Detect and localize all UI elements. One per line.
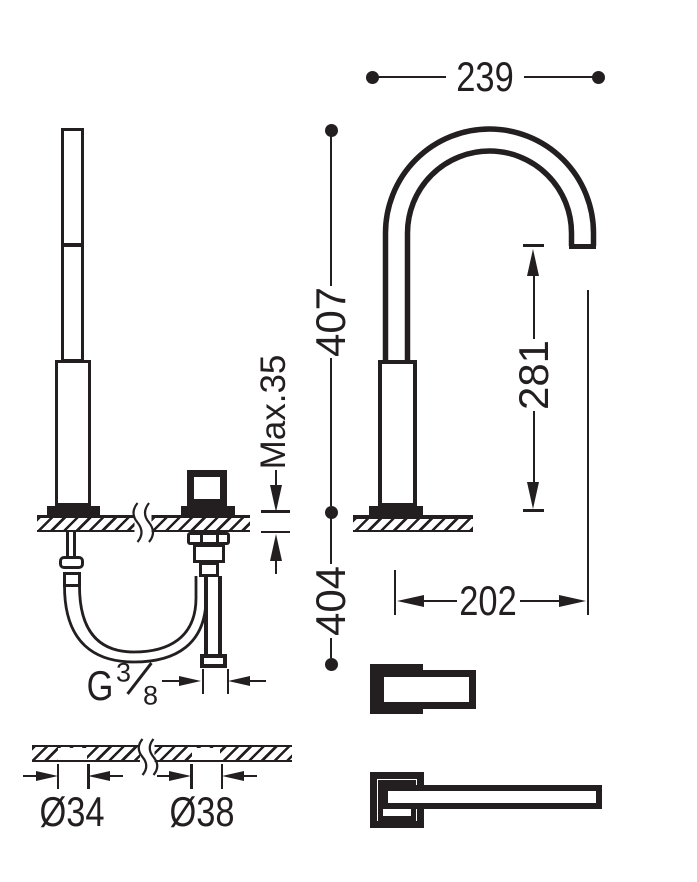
section-break-mark	[137, 738, 159, 776]
mounting-hole-right	[192, 747, 220, 760]
dim-38-arrow-right	[169, 770, 191, 781]
valve-nut-facet-right	[216, 534, 219, 543]
handle-lever-plan	[377, 670, 476, 709]
hose-nut	[59, 556, 84, 569]
dim-thread-arrow-left	[228, 675, 250, 686]
valve-nut-facet-left	[200, 534, 203, 543]
valve-body	[193, 544, 225, 563]
thread-numerator: 3	[115, 657, 132, 688]
handle-lever-front	[382, 785, 602, 809]
flex-hose	[63, 576, 208, 664]
dim-thread-tail-left	[162, 679, 182, 683]
dim-407-dot-top	[324, 123, 338, 137]
dim-407-line-b	[329, 358, 333, 506]
dim-max35-tail-bottom	[274, 558, 278, 574]
dim-407-dot-mid	[324, 505, 338, 519]
dim-thread-tail-right	[248, 679, 266, 683]
dim-thread-arrow-right	[179, 675, 201, 686]
pipe-end-fitting	[200, 654, 227, 668]
dim-202-arrow-right	[558, 594, 586, 607]
dim-202-ext-left	[393, 570, 397, 615]
mounting-hole-left	[58, 747, 87, 760]
hose-connector	[63, 572, 81, 587]
dim-thread-tick-left	[201, 669, 204, 694]
countertop-front	[353, 515, 473, 532]
dim-407-line-a	[329, 134, 333, 286]
thread-letter: G	[86, 662, 114, 709]
dim-281-arrow-down	[527, 481, 540, 509]
dim-202-line-right	[520, 599, 560, 603]
dim-38-tail-right	[241, 774, 257, 778]
dim-max35-tail-top	[274, 470, 278, 487]
spout-flange-front	[369, 506, 423, 515]
dim-34-tick-left	[56, 764, 59, 789]
spout-tube-joint	[62, 243, 83, 247]
dim-34-tail-left	[23, 774, 38, 778]
dim-281-line-a	[532, 273, 535, 339]
spout-arc	[382, 126, 597, 363]
valve-nut	[187, 532, 230, 545]
spout-body-front	[378, 360, 417, 507]
counter-section-bar	[32, 745, 292, 762]
valve-connector	[199, 562, 219, 577]
supply-pipe	[204, 576, 222, 655]
dim-281-arrow-up	[527, 249, 540, 276]
dim-38-arrow-left	[221, 770, 244, 781]
dim-34-arrow-left	[88, 770, 110, 781]
dim-34-tail-right	[108, 774, 123, 778]
dim-239-dot-left	[365, 70, 379, 84]
dim-281-tick-top	[523, 244, 544, 247]
spout-flange-side	[47, 506, 100, 515]
spout-body-side	[55, 360, 91, 506]
countertop-break-mark	[132, 502, 155, 543]
spout-tailpiece	[66, 532, 76, 558]
dim-max35-arrow-down	[269, 484, 282, 512]
dim-404-line-b	[329, 638, 333, 658]
dim-202-arrow-left	[396, 594, 424, 607]
dim-404-dot-bottom	[324, 657, 338, 671]
dim-38-tail-left	[157, 774, 172, 778]
dim-202-value: 202	[459, 577, 517, 624]
dim-34-value: Ø34	[38, 788, 105, 835]
dim-202-ext-right	[586, 290, 589, 615]
dim-max35-arrow-up	[269, 533, 282, 561]
handle-knob-side	[187, 470, 227, 506]
dim-max35-tick-top	[261, 510, 290, 513]
dim-38-value: Ø38	[168, 788, 235, 835]
dim-38-tick-left	[190, 764, 193, 789]
dim-239-line-left	[374, 75, 446, 79]
dim-281-line-b	[532, 411, 535, 483]
thread-denominator: 8	[142, 680, 159, 711]
dim-239-value: 239	[456, 53, 514, 100]
handle-base-side	[181, 506, 235, 515]
dim-239-line-right	[524, 75, 594, 79]
dim-max35-tick-bottom	[261, 530, 290, 533]
dim-34-arrow-right	[35, 770, 58, 781]
dim-202-line-left	[421, 599, 457, 603]
dim-281-tick-bottom	[523, 508, 544, 512]
dim-239-dot-right	[591, 70, 605, 84]
dim-404-line-a	[329, 518, 333, 564]
dim-thread-tick-right	[226, 669, 229, 694]
